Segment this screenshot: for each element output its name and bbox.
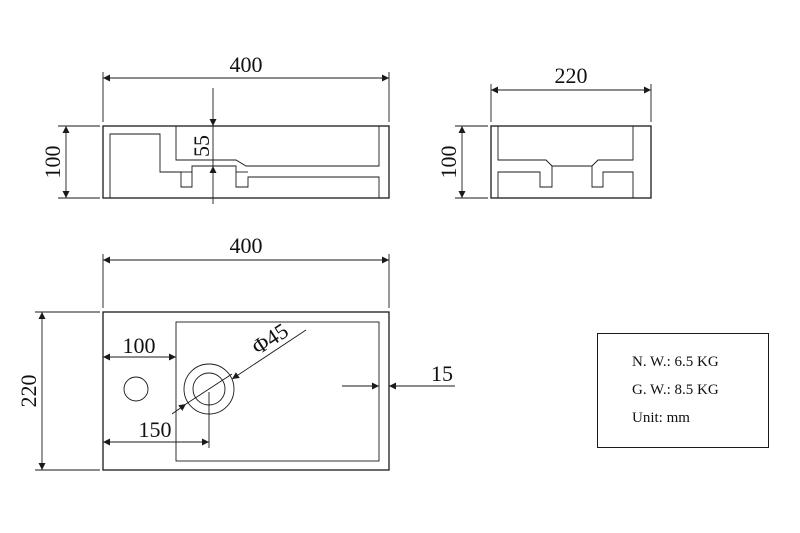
front-height-label: 100: [40, 146, 65, 179]
front-view-basin-cavity: [175, 126, 380, 167]
tap-hole: [123, 376, 149, 402]
side-width-label: 220: [555, 63, 588, 88]
drain-diameter-leader: [231, 329, 307, 380]
front-view: 400 100 55: [40, 52, 390, 204]
side-view-outline: [490, 125, 652, 199]
drain-offset-label: 150: [139, 417, 172, 442]
spec-box: N. W.: 6.5 KG G. W.: 8.5 KG Unit: mm: [597, 333, 769, 448]
side-view-basin-cavity: [497, 126, 634, 167]
drain-diameter-line: [185, 373, 233, 405]
gross-weight: G. W.: 8.5 KG: [632, 382, 719, 398]
top-view-outline: [102, 311, 390, 471]
rim-thickness-label: 15: [431, 361, 453, 386]
side-view: 220 100: [436, 63, 652, 199]
front-view-inner-profile: [109, 133, 380, 198]
front-width-label: 400: [230, 52, 263, 77]
front-view-outline: [102, 125, 390, 199]
top-width-label: 400: [230, 233, 263, 258]
drain-diameter-label: Φ45: [247, 318, 293, 360]
top-view: 400 220 100 150 Φ45 15: [16, 233, 455, 471]
drain-diameter-leader-lower: [171, 403, 187, 415]
front-depth-label: 55: [189, 135, 214, 157]
top-view-basin: [175, 321, 380, 462]
net-weight: N. W.: 6.5 KG: [632, 354, 719, 370]
top-depth-label: 220: [16, 375, 41, 408]
unit-label: Unit: mm: [632, 410, 690, 426]
side-height-label: 100: [436, 146, 461, 179]
hole-offset-label: 100: [123, 333, 156, 358]
side-view-base-profile: [497, 165, 634, 198]
